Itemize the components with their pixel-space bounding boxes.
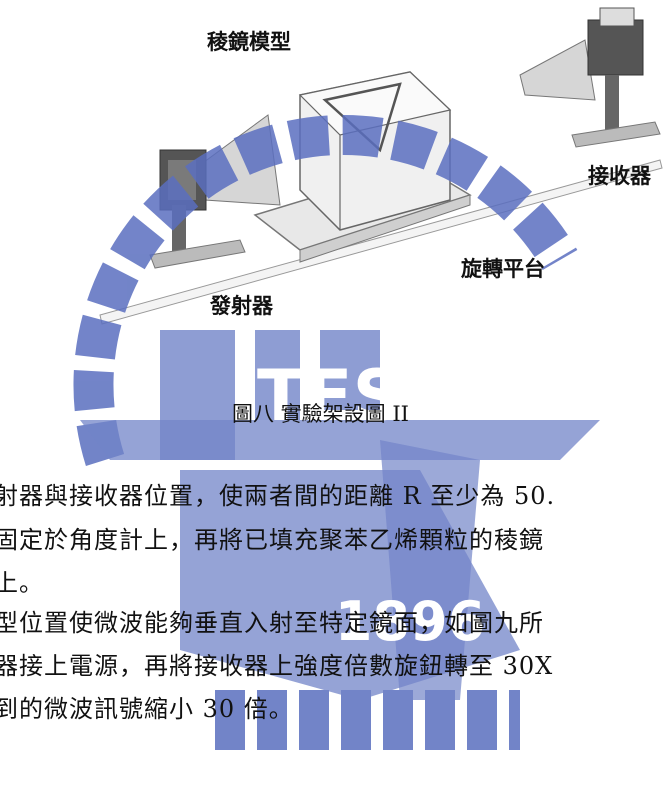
prism-model-label: 稜鏡模型 xyxy=(207,30,291,54)
body-text-line: 器接上電源，再將接收器上強度倍數旋鈕轉至 30X xyxy=(0,652,554,680)
watermark-logo: TES 1896 xyxy=(73,114,600,750)
receiver-horn xyxy=(519,39,596,101)
body-text-line: 射器與接收器位置，使兩者間的距離 R 至少為 50. xyxy=(0,482,556,510)
transmitter-label: 發射器 xyxy=(210,294,273,318)
receiver-body xyxy=(587,19,644,76)
figure-caption: 圖八 實驗架設圖 II xyxy=(232,402,409,426)
watermark-year: 1896 xyxy=(335,590,485,653)
body-text-line: 型位置使微波能夠垂直入射至特定鏡面，如圖九所 xyxy=(0,609,544,637)
rotating-platform-label: 旋轉平台 xyxy=(461,257,545,281)
body-text-line: 到的微波訊號縮小 30 倍。 xyxy=(0,695,294,723)
body-text-line: 固定於角度計上，再將已填充聚苯乙烯顆粒的稜鏡 xyxy=(0,526,544,554)
receiver-label: 接收器 xyxy=(588,164,651,188)
body-text-line: 上。 xyxy=(0,569,44,597)
watermark-letters: TES xyxy=(257,355,403,437)
